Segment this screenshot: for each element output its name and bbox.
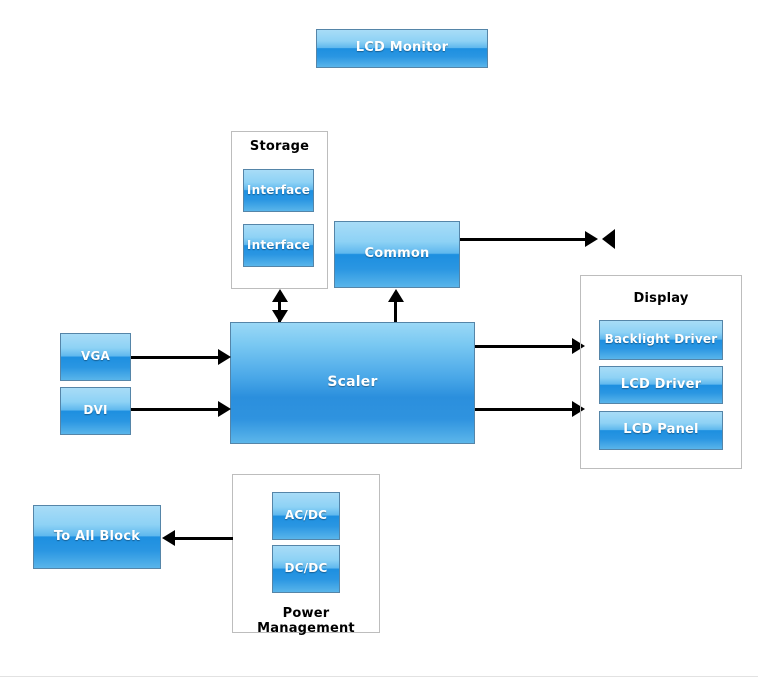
- arrowhead-power-to-all-block: [162, 530, 175, 546]
- block-dvi-label: DVI: [83, 403, 108, 418]
- connector-common-to-speaker: [460, 238, 588, 241]
- group-storage-title: Storage: [249, 139, 310, 154]
- block-lcd-monitor[interactable]: LCD Monitor: [316, 29, 488, 68]
- block-interface-1[interactable]: Interface: [243, 169, 314, 212]
- block-scaler[interactable]: Scaler: [230, 322, 475, 444]
- block-backlight-driver[interactable]: Backlight Driver: [599, 320, 723, 360]
- block-dc-dc[interactable]: DC/DC: [272, 545, 340, 593]
- group-storage: [231, 131, 328, 289]
- arrowhead-dvi-to-scaler: [218, 401, 231, 417]
- block-ac-dc[interactable]: AC/DC: [272, 492, 340, 540]
- arrowhead-vga-to-scaler: [218, 349, 231, 365]
- block-lcd-panel-label: LCD Panel: [623, 422, 699, 438]
- arrowhead-scaler-to-backlight: [572, 338, 585, 354]
- block-interface-2-label: Interface: [246, 237, 311, 252]
- connector-scaler-to-lcd-panel: [475, 408, 576, 411]
- connector-dvi-to-scaler: [131, 408, 221, 411]
- arrowhead-scaler-to-common: [388, 289, 404, 302]
- block-vga[interactable]: VGA: [60, 333, 131, 381]
- connector-power-to-all-block: [175, 537, 233, 540]
- group-display-title: Display: [633, 291, 689, 306]
- block-lcd-monitor-label: LCD Monitor: [355, 40, 449, 56]
- connector-vga-to-scaler: [131, 356, 221, 359]
- block-dvi[interactable]: DVI: [60, 387, 131, 435]
- connector-scaler-to-backlight: [475, 345, 576, 348]
- group-power-management-title: Power Management: [257, 606, 355, 636]
- arrowhead-scaler-to-lcd-panel: [572, 401, 585, 417]
- block-backlight-driver-label: Backlight Driver: [604, 332, 718, 347]
- speaker-icon: [602, 229, 615, 249]
- group-power-management: [232, 474, 380, 633]
- bottom-divider: [0, 676, 758, 677]
- block-ac-dc-label: AC/DC: [284, 508, 328, 523]
- block-vga-label: VGA: [80, 349, 111, 364]
- connector-storage-scaler: [278, 292, 281, 322]
- block-common[interactable]: Common: [334, 221, 460, 288]
- connector-scaler-to-common: [394, 292, 397, 322]
- block-to-all-block[interactable]: To All Block: [33, 505, 161, 569]
- block-interface-1-label: Interface: [246, 182, 311, 197]
- block-lcd-driver[interactable]: LCD Driver: [599, 366, 723, 404]
- block-lcd-panel[interactable]: LCD Panel: [599, 411, 723, 450]
- arrowhead-storage-up: [272, 289, 288, 302]
- block-dc-dc-label: DC/DC: [284, 561, 328, 576]
- block-interface-2[interactable]: Interface: [243, 224, 314, 267]
- block-lcd-driver-label: LCD Driver: [620, 376, 702, 392]
- arrowhead-common-to-speaker: [585, 231, 598, 247]
- group-display: [580, 275, 742, 469]
- arrowhead-scaler-down: [272, 310, 288, 323]
- block-to-all-block-label: To All Block: [53, 528, 141, 544]
- block-scaler-label: Scaler: [327, 374, 378, 391]
- block-common-label: Common: [364, 246, 430, 262]
